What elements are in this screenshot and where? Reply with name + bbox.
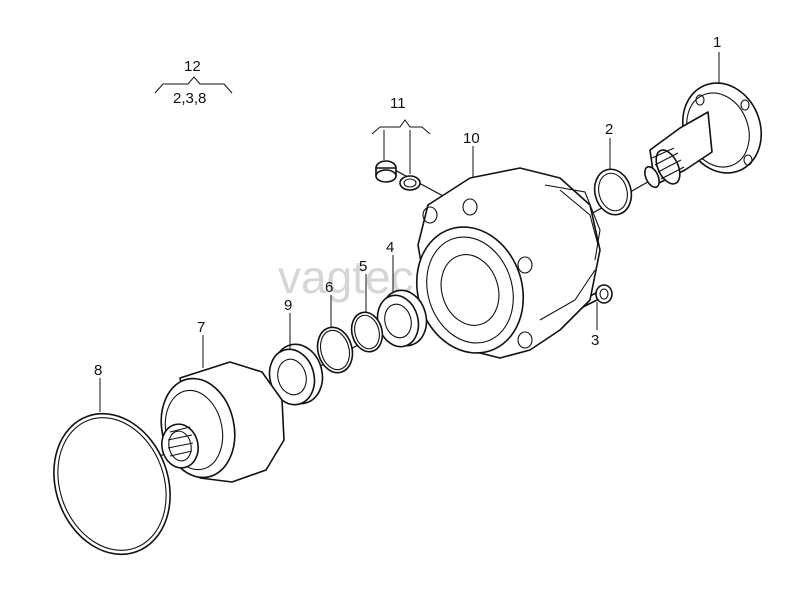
part-9-seal[interactable] (264, 339, 329, 410)
part-5-circlip[interactable] (347, 309, 386, 355)
label-9: 9 (284, 297, 292, 314)
part-8-large-o-ring[interactable] (35, 397, 189, 571)
label-11: 11 (390, 95, 406, 112)
label-4: 4 (386, 239, 394, 256)
part-2-o-ring[interactable] (590, 165, 637, 219)
part-labels: 1 2 3 4 5 6 7 8 9 10 11 12 2,3,8 (94, 34, 721, 379)
label-6: 6 (325, 279, 333, 296)
part-4-bearing[interactable] (372, 285, 433, 351)
label-2: 2 (605, 121, 613, 138)
label-12-sub: 2,3,8 (173, 90, 206, 107)
label-12: 12 (184, 58, 201, 75)
part-1-flange-shaft[interactable] (642, 71, 775, 189)
part-7-drive-drum[interactable] (152, 361, 285, 484)
leader-lines (99, 52, 720, 412)
label-7: 7 (197, 319, 205, 336)
label-3: 3 (591, 332, 599, 349)
part-11-plug-and-seal[interactable] (375, 160, 421, 191)
label-10: 10 (463, 130, 480, 147)
label-8: 8 (94, 362, 102, 379)
label-1: 1 (713, 34, 721, 51)
label-5: 5 (359, 258, 367, 275)
part-6-snap-ring[interactable] (313, 323, 358, 376)
part-10-housing[interactable] (401, 167, 601, 367)
